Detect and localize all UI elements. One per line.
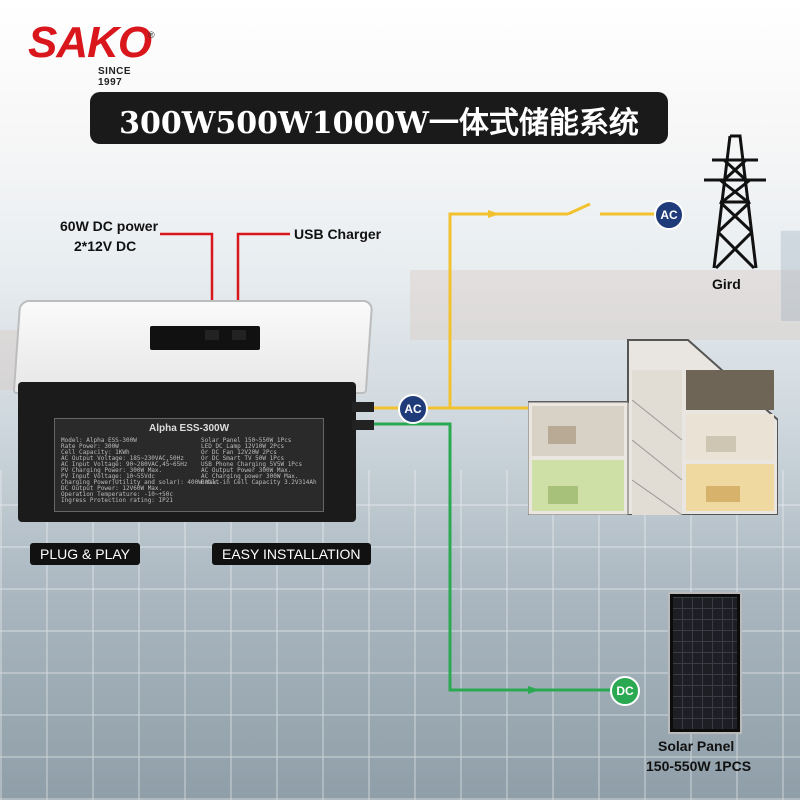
spec-line: Charging Power(Utility and solar): 400W … — [61, 479, 220, 486]
registered-mark: ® — [148, 30, 155, 40]
background-panel — [780, 230, 800, 322]
ac-device-badge: AC — [398, 394, 428, 424]
brand-since: SINCE 1997 — [98, 66, 132, 88]
solar-cells — [673, 597, 737, 729]
dc-port — [205, 330, 219, 340]
dc-power-line — [160, 232, 214, 330]
dc-badge: DC — [610, 676, 640, 706]
spec-plate: Alpha ESS-300W Model: Alpha ESS-300W Rat… — [54, 418, 324, 512]
transmission-tower-icon — [704, 134, 766, 270]
spec-line: Or DC Fan 12V20W 2Pcs — [201, 449, 277, 456]
background-solar-array — [0, 470, 800, 800]
ac-output-socket — [352, 402, 374, 412]
spec-line: LED DC Lamp 12V10W 2Pcs — [201, 443, 285, 450]
spec-line: Cell Capacity: 1KWh — [61, 449, 130, 456]
house-icon — [528, 339, 778, 515]
plug-play-label: PLUG & PLAY — [30, 543, 141, 565]
spec-line: AC Input Voltage: 90~280VAC,45~65Hz — [61, 461, 188, 468]
usb-charger-label: USB Charger — [294, 226, 382, 242]
spec-line: PV Input Voltage: 10~55Vdc — [61, 473, 155, 480]
spec-line: Solar Panel 150~550W 1Pcs — [201, 437, 292, 444]
arrow-icon — [528, 686, 540, 694]
spec-line: DC Output Power: 12V60W Max. — [61, 485, 163, 492]
arrow-icon — [488, 210, 500, 218]
solar-panel-icon — [668, 592, 742, 734]
spec-line: AC Output Power 300W Max. — [201, 467, 292, 474]
spec-line: Model: Alpha ESS-300W — [61, 437, 137, 444]
usb-charger-line — [236, 232, 290, 330]
title-banner: 300W500W1000W一体式储能系统 — [90, 92, 668, 144]
spec-line: Operation Temperature: -10~+50c — [61, 491, 173, 498]
easy-installation-label: EASY INSTALLATION — [212, 543, 371, 565]
spec-line: Ingress Protection rating: IP21 — [61, 497, 173, 504]
spec-line: AC Charging power 300W Max. — [201, 473, 299, 480]
spec-line: PV Charging Power: 300W Max. — [61, 467, 163, 474]
spec-line: Or DC Smart TV 50W 1Pcs — [201, 455, 285, 462]
spec-line: AC Output Voltage: 185~230VAC,50Hz — [61, 455, 184, 462]
spec-line: Built-in Cell Capacity 3.2V314Ah — [201, 479, 317, 486]
page-title: 300W500W1000W一体式储能系统 — [119, 106, 639, 141]
grid-label: Gird — [712, 276, 741, 292]
spec-line: Rate Power: 300W — [61, 443, 119, 450]
plate-title: Alpha ESS-300W — [148, 423, 230, 434]
solar-panel-spec: 150-550W 1PCS — [646, 758, 752, 774]
brand-name: SAKO — [28, 18, 152, 67]
background-roof — [410, 270, 800, 340]
pv-input-socket — [352, 420, 374, 430]
switch-icon — [567, 202, 591, 216]
brand-logo: SAKO ® SINCE 1997 — [28, 18, 158, 88]
dc-power-label: 60W DC power — [60, 218, 159, 234]
spec-line: USB Phone Charging 5V5W 1Pcs — [201, 461, 303, 468]
usb-port — [232, 330, 246, 340]
solar-panel-label: Solar Panel — [658, 738, 735, 754]
ac-grid-badge: AC — [654, 200, 684, 230]
dc-voltage-label: 2*12V DC — [74, 238, 137, 254]
